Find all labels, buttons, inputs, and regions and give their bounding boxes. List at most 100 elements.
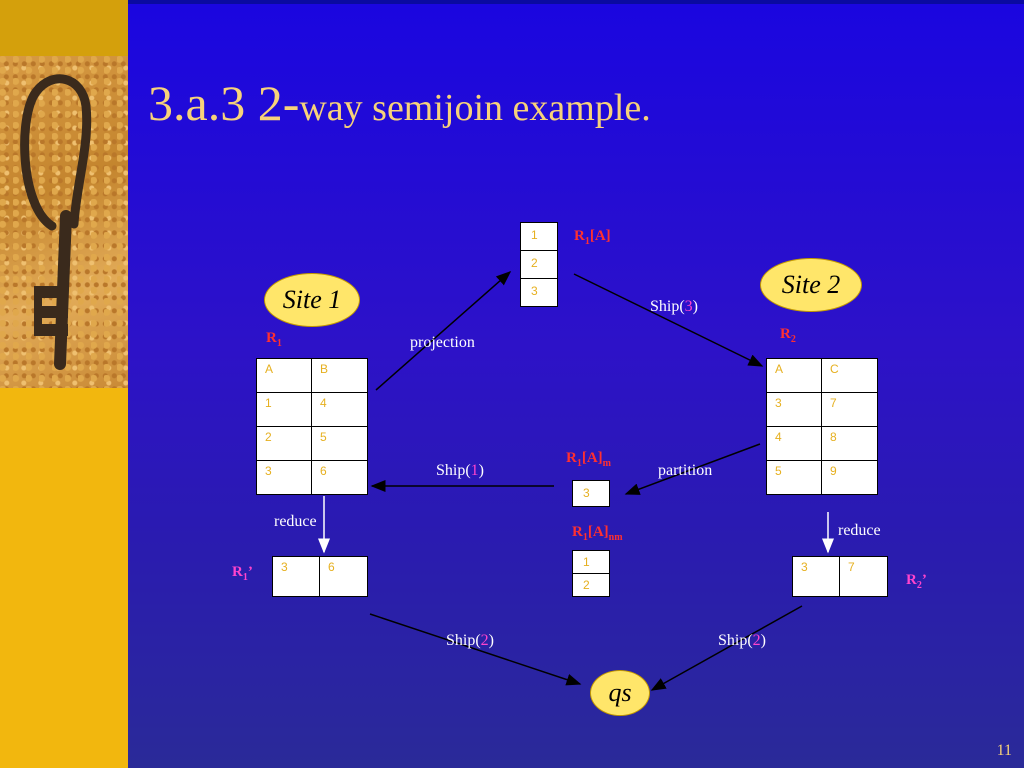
partition-arrow <box>624 443 761 495</box>
page-number: 11 <box>996 742 1012 759</box>
r1p-label-sub: 1 <box>242 572 248 583</box>
r1a-cell: 3 <box>520 278 558 307</box>
r1am-label-sub: 1 <box>576 458 582 469</box>
site2-oval: Site 2 <box>760 258 862 312</box>
r1a-label-main: R <box>574 228 585 244</box>
r1a-cell: 2 <box>520 250 558 279</box>
ship2-right-label: Ship(2) <box>718 632 766 650</box>
site1-oval: Site 1 <box>264 273 360 327</box>
title-number: 3.a.3 2- <box>148 75 300 131</box>
r1-cell: 4 <box>311 392 368 427</box>
title-text: way semijoin example. <box>299 87 651 129</box>
partition-label: partition <box>658 462 713 479</box>
r1-table: A B 1 4 2 5 3 6 <box>256 358 368 495</box>
ship1-label: Ship(1) <box>436 462 484 480</box>
ship-word: Ship( <box>718 632 753 649</box>
r2-cell: 4 <box>766 426 822 461</box>
r1-cell: 3 <box>256 460 312 495</box>
r2p-cell: 7 <box>839 556 888 597</box>
ship-word: Ship( <box>446 632 481 649</box>
ship-close: ) <box>488 632 494 649</box>
projection-arrow <box>375 271 512 391</box>
r2-cell: 3 <box>766 392 822 427</box>
r1am-label-rest: [A] <box>581 450 603 466</box>
r2-label: R2 <box>780 326 796 345</box>
r2-cell: 8 <box>821 426 878 461</box>
r2p-label-prime: ’ <box>921 572 927 588</box>
ship2-right-arrow <box>650 605 803 691</box>
r1p-cell: 6 <box>319 556 368 597</box>
top-border <box>128 0 1024 4</box>
ship-close: ) <box>478 462 484 479</box>
r2-cell: 9 <box>821 460 878 495</box>
ship3-number: 3 <box>684 298 693 315</box>
left-decor-top <box>0 0 128 58</box>
r1p-label-prime: ’ <box>247 564 253 580</box>
r2-header-cell: C <box>821 358 878 393</box>
site1-label: Site 1 <box>282 285 342 314</box>
r1anm-cell: 1 <box>572 550 610 574</box>
slide-title: 3.a.3 2-way semijoin example. <box>148 74 651 132</box>
r2-label-sub: 2 <box>790 334 796 345</box>
r1anm-label-sub: 1 <box>582 532 588 543</box>
ship-close: ) <box>692 298 698 315</box>
r1anm-label-suffix: nm <box>608 532 623 543</box>
r2-cell: 5 <box>766 460 822 495</box>
r2p-label-sub: 2 <box>916 580 922 591</box>
r1a-label-rest: [A] <box>589 228 611 244</box>
r1anm-label-main: R <box>572 524 583 540</box>
r1anm-table: 1 2 <box>572 550 610 597</box>
qs-oval: qs <box>590 670 650 716</box>
r1am-label-suffix: m <box>602 458 612 469</box>
r1-cell: 5 <box>311 426 368 461</box>
ship-close: ) <box>760 632 766 649</box>
ship-word: Ship( <box>650 298 685 315</box>
reduce2-label: reduce <box>838 522 881 539</box>
ship1-number: 1 <box>470 462 479 479</box>
r2p-cell: 3 <box>792 556 840 597</box>
reduce1-label: reduce <box>274 513 317 530</box>
r1a-label: R1[A] <box>574 228 611 247</box>
r1-header-cell: B <box>311 358 368 393</box>
r2-cell: 7 <box>821 392 878 427</box>
ship3-arrow <box>573 273 764 367</box>
ship-word: Ship( <box>436 462 471 479</box>
r2-header-cell: A <box>766 358 822 393</box>
ship3-label: Ship(3) <box>650 298 698 316</box>
r1anm-cell: 2 <box>572 573 610 597</box>
r1p-cell: 3 <box>272 556 320 597</box>
ship2-left-label: Ship(2) <box>446 632 494 650</box>
r1a-table: 1 2 3 <box>520 222 558 307</box>
r2p-table: 3 7 <box>792 556 888 597</box>
r1anm-label-rest: [A] <box>587 524 609 540</box>
r1a-label-sub: 1 <box>584 236 590 247</box>
site2-label: Site 2 <box>781 270 841 299</box>
r1am-label: R1[A]m <box>566 450 611 469</box>
r1a-cell: 1 <box>520 222 558 251</box>
r1anm-label: R1[A]nm <box>572 524 623 543</box>
ship2-left-arrow <box>369 613 582 686</box>
r1-label: R1 <box>266 330 282 349</box>
r2p-label-main: R <box>906 572 917 588</box>
r1-cell: 1 <box>256 392 312 427</box>
r1-cell: 2 <box>256 426 312 461</box>
r1-header-cell: A <box>256 358 312 393</box>
r1p-label: R1’ <box>232 564 253 583</box>
projection-label: projection <box>410 334 475 351</box>
key-photo <box>0 56 128 388</box>
ship2a-number: 2 <box>480 632 489 649</box>
r2-table: A C 3 7 4 8 5 9 <box>766 358 878 495</box>
key-icon <box>20 74 92 370</box>
r1am-table: 3 <box>572 480 610 507</box>
qs-label: qs <box>608 678 632 707</box>
r1-cell: 6 <box>311 460 368 495</box>
r2-label-main: R <box>780 326 791 342</box>
r2p-label: R2’ <box>906 572 927 591</box>
r1am-label-main: R <box>566 450 577 466</box>
r1-label-main: R <box>266 330 277 346</box>
r1p-label-main: R <box>232 564 243 580</box>
ship2b-number: 2 <box>752 632 761 649</box>
r1am-cell: 3 <box>572 480 610 507</box>
r1-label-sub: 1 <box>276 338 282 349</box>
